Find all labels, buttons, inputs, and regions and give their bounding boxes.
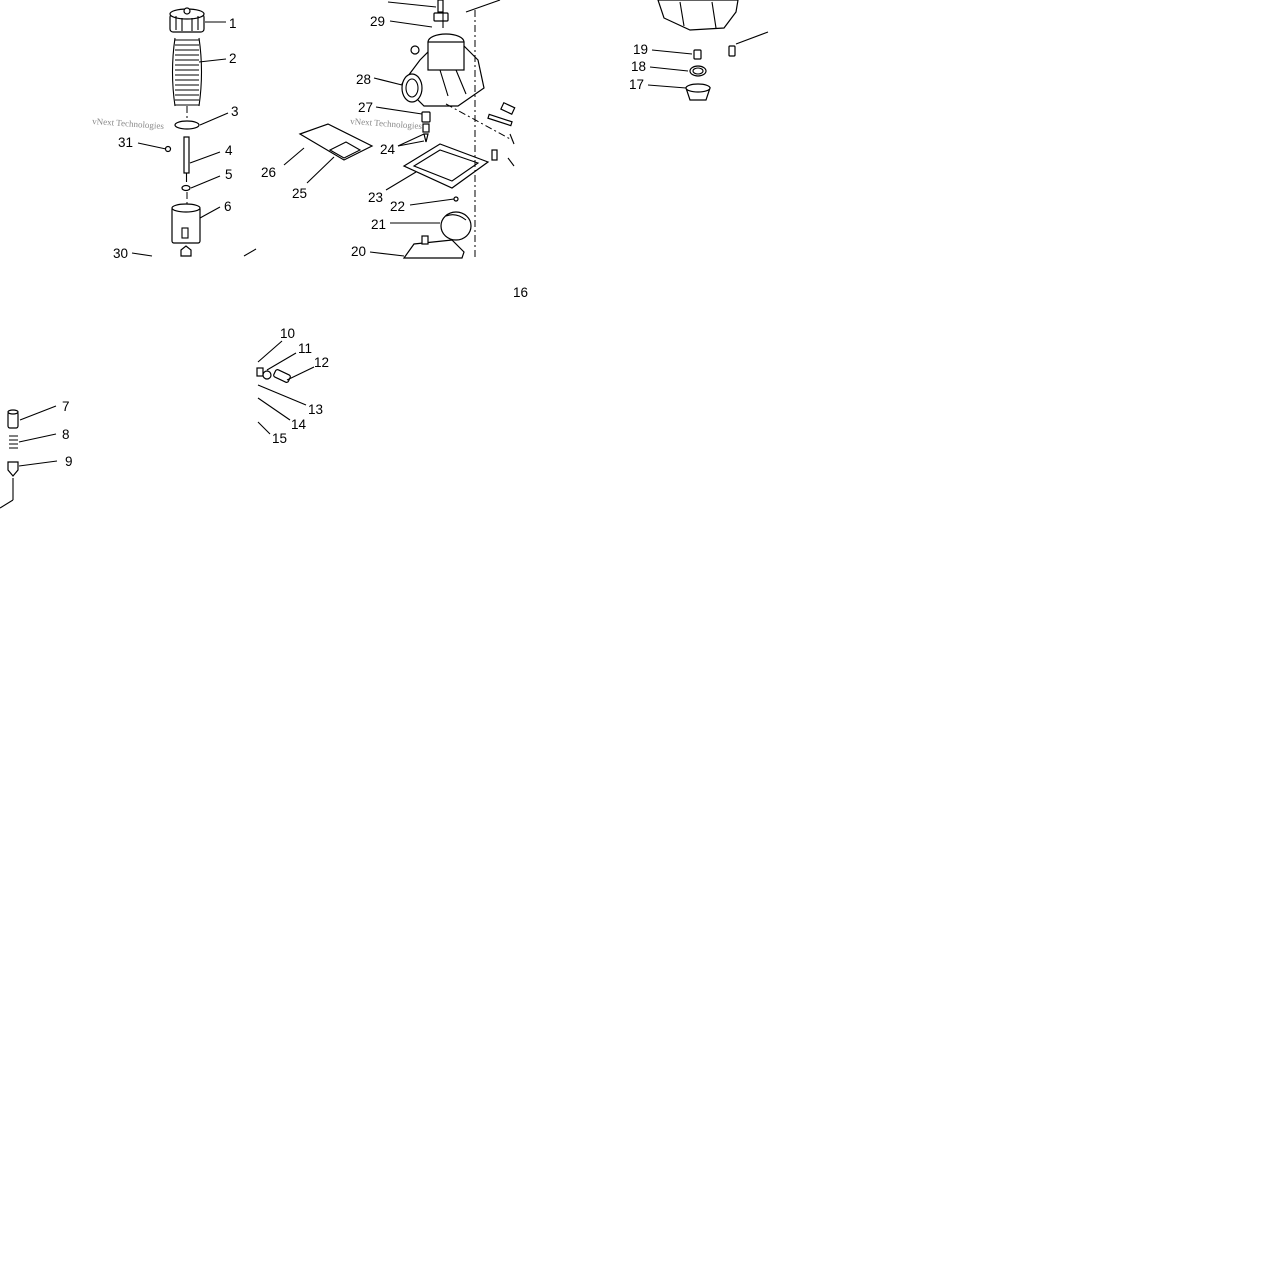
drain-screw-19 [693,49,702,60]
pilot-jet-7 [7,409,19,429]
callout-18: 18 [631,59,646,74]
callout-11: 11 [298,341,312,356]
callout-8: 8 [62,427,70,442]
callout-13: 13 [308,402,323,417]
callout-14: 14 [291,417,307,432]
callout-17: 17 [629,77,644,92]
jet-27-24 [421,111,431,143]
callout-23: 23 [368,190,383,205]
carburetor-body [401,33,485,107]
callout-numbers: 1 2 3 4 5 6 7 8 9 10 11 12 13 14 15 16 1… [62,14,648,469]
throttle-spring [171,37,203,107]
callout-15: 15 [272,431,287,446]
slide-bottom-fitting [180,245,192,257]
small-screw-31 [164,145,172,153]
nut-29 [433,12,449,22]
throttle-slide [171,203,201,244]
callout-26: 26 [261,165,276,180]
callout-3: 3 [231,104,239,119]
o-ring-18 [689,65,707,77]
callout-20: 20 [351,244,366,259]
side-screws [487,101,516,161]
callout-19: 19 [633,42,648,57]
callout-22: 22 [390,199,405,214]
callout-10: 10 [280,326,295,341]
callout-12: 12 [314,355,329,370]
float-bowl-top-right [657,0,739,31]
callout-16: 16 [513,285,528,300]
callout-21: 21 [371,217,386,232]
float-chamber-gasket-23 [402,143,490,189]
watermark-text-group: vNext Technologies vNext Technologies [92,116,423,131]
top-screw-30 [437,0,444,13]
spring-seat [174,120,200,130]
reed-gasket-25-26 [298,123,374,161]
leader-lines [18,1,693,467]
callout-2: 2 [229,51,237,66]
watermark-1: vNext Technologies [92,116,165,131]
float-bowl-20 [402,235,465,259]
needle-clip [181,184,191,192]
callout-30: 30 [113,246,128,261]
callout-28: 28 [356,72,371,87]
float-21 [440,211,472,241]
callout-31: 31 [118,135,133,150]
callout-24: 24 [380,142,396,157]
callout-7: 7 [62,399,70,414]
callout-4: 4 [225,143,233,158]
watermark-2: vNext Technologies [350,116,423,131]
jet-needle [183,136,190,182]
float-pin-22 [453,196,459,202]
drain-plug-17 [685,83,711,101]
callout-27: 27 [358,100,373,115]
callout-29: 29 [370,14,385,29]
callout-5: 5 [225,167,233,182]
mixing-chamber-cap [169,7,205,33]
adjuster-10-12 [256,367,291,383]
callout-25: 25 [292,186,307,201]
spring-8 [9,435,18,449]
side-screw-right [728,45,736,57]
callout-1: 1 [229,16,237,31]
needle-9 [7,461,19,477]
callout-6: 6 [224,199,232,214]
callout-9: 9 [65,454,73,469]
